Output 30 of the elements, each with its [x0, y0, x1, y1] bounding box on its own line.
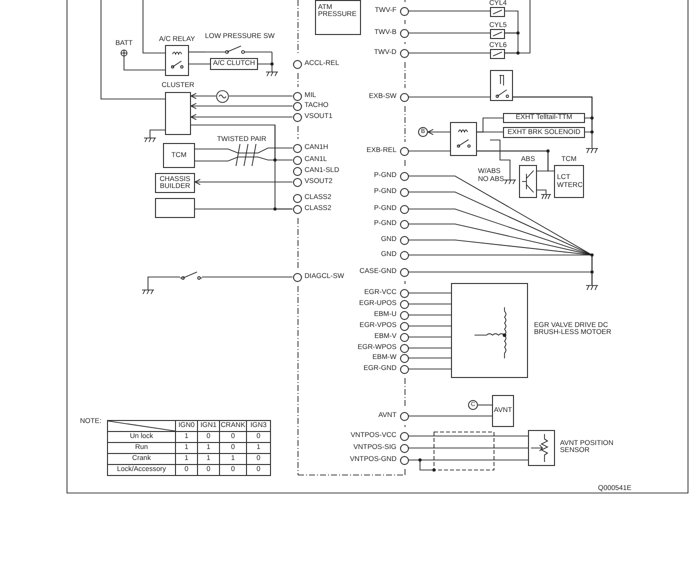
- connector: [504, 32, 518, 54]
- connector: [194, 178, 293, 186]
- connector: [100, 0, 166, 100]
- connector: [504, 10, 518, 34]
- connector: [504, 0, 530, 54]
- connector: [536, 190, 546, 194]
- connector: [194, 156, 293, 162]
- connector: [190, 92, 216, 100]
- connector: [512, 96, 592, 148]
- connector: [408, 96, 490, 98]
- connector: [408, 32, 490, 34]
- connector: [428, 128, 450, 136]
- connector: [478, 404, 492, 406]
- connector: [408, 314, 452, 316]
- connector: [190, 114, 293, 120]
- connector: [408, 52, 490, 54]
- connector: [142, 0, 166, 54]
- component-box: [155, 198, 195, 218]
- connector: [408, 272, 592, 286]
- connector: [190, 124, 293, 210]
- connector: [408, 336, 452, 338]
- connector: [194, 148, 293, 154]
- connector: [408, 150, 450, 152]
- connector: [202, 276, 293, 278]
- connector: [408, 368, 452, 370]
- connector: [124, 58, 166, 70]
- connector: [408, 292, 452, 294]
- connector: [190, 102, 293, 110]
- connector: [258, 52, 272, 64]
- connector: [408, 10, 490, 12]
